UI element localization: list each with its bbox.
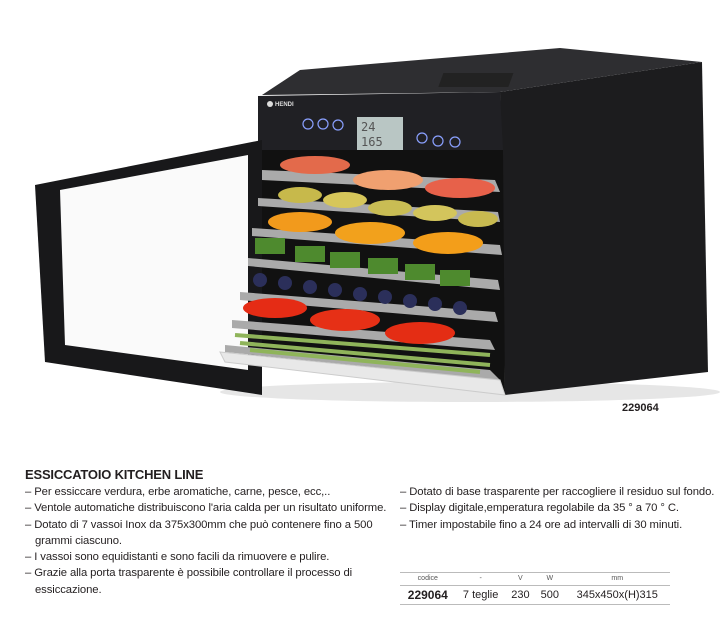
feature-item: I vassoi sono equidistanti e sono facili… [25, 549, 395, 565]
header-description: - [455, 572, 506, 586]
food-slice [413, 205, 457, 221]
tray-5 [240, 292, 498, 322]
cell-voltage: 230 [505, 585, 536, 605]
start-button-icon [416, 132, 428, 144]
food-slice [368, 200, 412, 216]
feature-item: Dotato di base trasparente per raccoglie… [400, 484, 720, 500]
timer-button-icon [432, 135, 444, 147]
food-green-beans [234, 333, 491, 374]
spec-table-header: codice - V W mm [400, 572, 670, 586]
food-tomato [310, 309, 380, 331]
minus-button-icon [302, 118, 314, 130]
brand-logo: HENDI [275, 102, 294, 108]
spec-table: codice - V W mm 229064 7 teglie 230 500 … [400, 572, 670, 605]
food-orange [268, 212, 332, 232]
food-orange [335, 222, 405, 244]
lcd-display [357, 117, 403, 150]
product-image: HENDI 24 165 [35, 48, 720, 402]
food-tomato [385, 322, 455, 344]
feature-item: Timer impostabile fino a 24 ore ad inter… [400, 517, 720, 533]
food-tomato [243, 298, 307, 318]
product-title: ESSICCATOIO KITCHEN LINE [25, 467, 204, 482]
features-right: Dotato di base trasparente per raccoglie… [400, 484, 720, 533]
control-buttons-right [416, 132, 461, 148]
power-button-icon [449, 136, 461, 148]
food-slice [278, 187, 322, 203]
header-code: codice [400, 572, 456, 586]
dehydrator-top [262, 48, 702, 95]
food-slice [323, 192, 367, 208]
product-code-label: 229064 [622, 402, 659, 414]
dehydrator-side [500, 62, 708, 395]
food-apple [353, 170, 423, 190]
cell-dimensions: 345x450x(H)315 [564, 585, 670, 605]
brand-logo-icon [267, 101, 273, 107]
feature-item: Ventole automatiche distribuiscono l'ari… [25, 500, 395, 516]
cell-description: 7 teglie [455, 585, 506, 605]
control-buttons-left [302, 118, 344, 131]
header-power: W [535, 572, 565, 586]
feature-item: Per essiccare verdura, erbe aromatiche, … [25, 484, 395, 500]
food-blueberries [253, 273, 467, 315]
food-zucchini [255, 238, 470, 286]
shadow [220, 382, 720, 402]
vent-grille [438, 73, 514, 87]
header-voltage: V [505, 572, 536, 586]
door-glass [60, 155, 248, 370]
feature-item: Dotato di 7 vassoi Inox da 375x300mm che… [25, 517, 395, 550]
food-slice [458, 211, 498, 227]
trays [225, 156, 502, 380]
mode-button-icon [317, 118, 329, 130]
food-apple [425, 178, 495, 198]
features-left: Per essiccare verdura, erbe aromatiche, … [25, 484, 395, 598]
feature-item: Grazie alla porta trasparente è possibil… [25, 565, 395, 598]
cell-power: 500 [535, 585, 565, 605]
feature-item: Display digitale,emperatura regolabile d… [400, 500, 720, 516]
header-dimensions: mm [564, 572, 670, 586]
table-row: 229064 7 teglie 230 500 345x450x(H)315 [400, 585, 670, 605]
lcd-temperature: 165 [361, 135, 383, 149]
drip-tray [219, 351, 506, 396]
food-orange [413, 232, 483, 254]
food-apple [280, 156, 350, 174]
plus-button-icon [332, 119, 344, 131]
cell-code: 229064 [400, 585, 456, 605]
lcd-timer: 24 [361, 120, 375, 134]
